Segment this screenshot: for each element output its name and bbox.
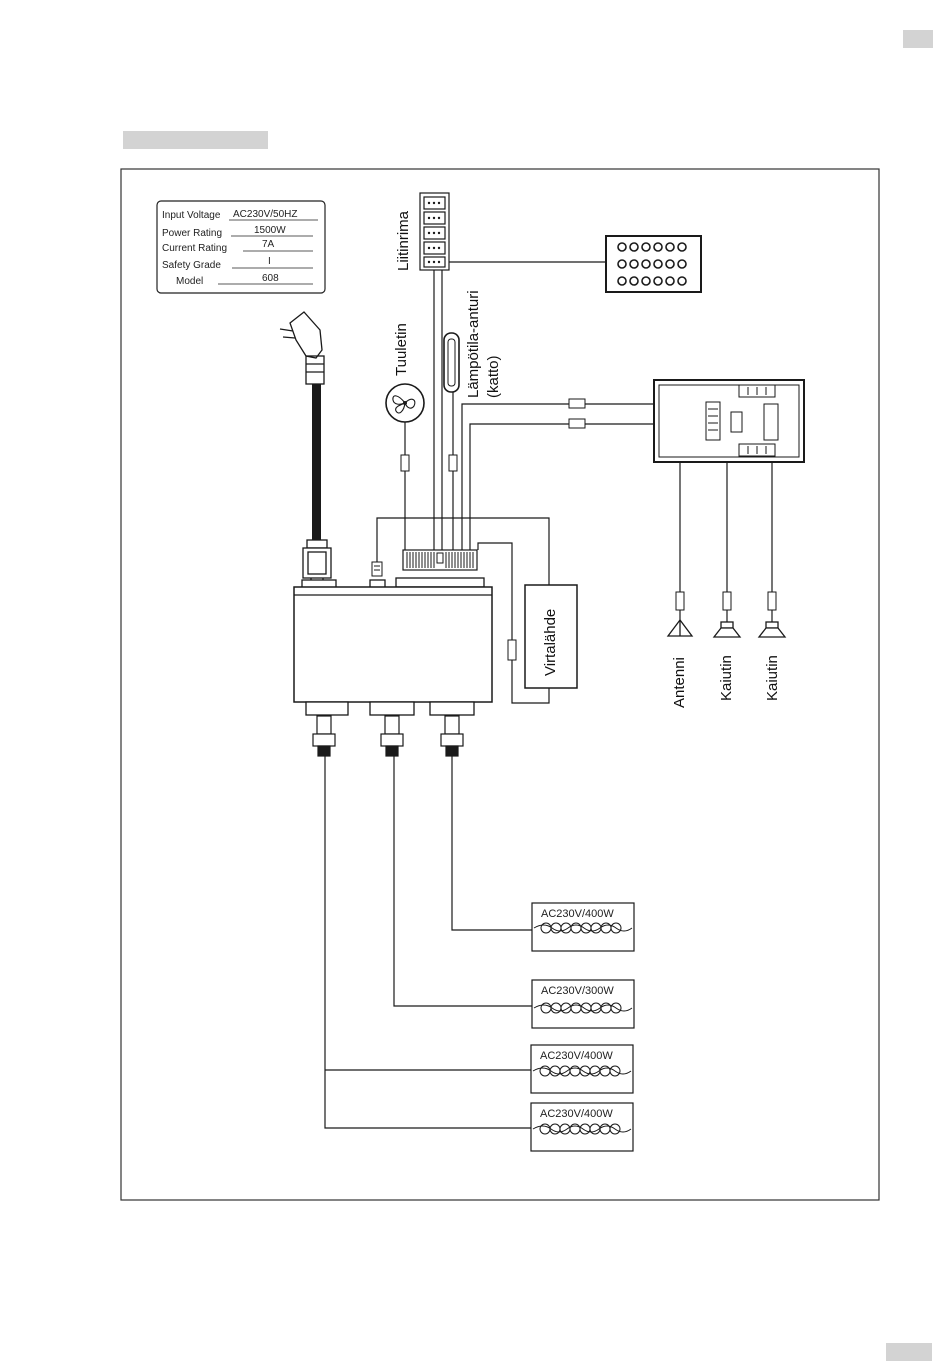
output-connector-icon bbox=[313, 716, 463, 756]
power-inlet-connector-icon bbox=[303, 540, 331, 586]
terminal-strip-icon bbox=[420, 193, 449, 270]
temp-sensor-sublabel: (katto) bbox=[485, 355, 502, 398]
nameplate-label-input-voltage: Input Voltage bbox=[162, 210, 221, 221]
keypad-icon bbox=[606, 236, 701, 292]
nameplate-value-current-rating: 7A bbox=[262, 239, 275, 250]
nameplate-label-model: Model bbox=[176, 276, 203, 287]
speaker-label-2: Kaiutin bbox=[764, 655, 781, 701]
nameplate-value-input-voltage: AC230V/50HZ bbox=[233, 209, 297, 220]
ground-connector-icon bbox=[372, 562, 382, 576]
antenna-icon bbox=[668, 620, 692, 636]
nameplate-label-safety-grade: Safety Grade bbox=[162, 260, 221, 271]
control-panel-icon bbox=[654, 380, 804, 462]
power-supply-label: Virtalähde bbox=[542, 609, 559, 676]
speaker-icon bbox=[714, 622, 740, 637]
power-plug-icon bbox=[280, 312, 324, 384]
nameplate-label-current-rating: Current Rating bbox=[162, 243, 227, 254]
temperature-sensor-icon bbox=[444, 333, 459, 392]
heater-rating-label: AC230V/400W bbox=[541, 908, 614, 920]
nameplate: Input Voltage AC230V/50HZ Power Rating 1… bbox=[157, 201, 325, 293]
terminal-strip-label: Liitinrima bbox=[395, 210, 412, 271]
heater-element: AC230V/400W bbox=[531, 1045, 633, 1093]
heater-rating-label: AC230V/400W bbox=[540, 1108, 613, 1120]
pin-header-connector-icon bbox=[403, 550, 477, 570]
fan-label: Tuuletin bbox=[393, 323, 410, 376]
antenna-label: Antenni bbox=[671, 657, 688, 708]
heater-element: AC230V/400W bbox=[532, 903, 634, 951]
power-cord bbox=[312, 384, 321, 540]
fan-icon bbox=[386, 384, 424, 422]
heater-element: AC230V/300W bbox=[532, 980, 634, 1028]
nameplate-value-model: 608 bbox=[262, 273, 279, 284]
nameplate-label-power-rating: Power Rating bbox=[162, 228, 222, 239]
speaker-icon bbox=[759, 622, 785, 637]
heater-rating-label: AC230V/300W bbox=[541, 985, 614, 997]
control-unit bbox=[294, 578, 492, 715]
speaker-label-1: Kaiutin bbox=[718, 655, 735, 701]
temp-sensor-label: Lämpötila-anturi bbox=[465, 290, 482, 398]
heater-rating-label: AC230V/400W bbox=[540, 1050, 613, 1062]
nameplate-value-safety-grade: I bbox=[268, 256, 271, 267]
heater-element: AC230V/400W bbox=[531, 1103, 633, 1151]
nameplate-value-power-rating: 1500W bbox=[254, 225, 286, 236]
